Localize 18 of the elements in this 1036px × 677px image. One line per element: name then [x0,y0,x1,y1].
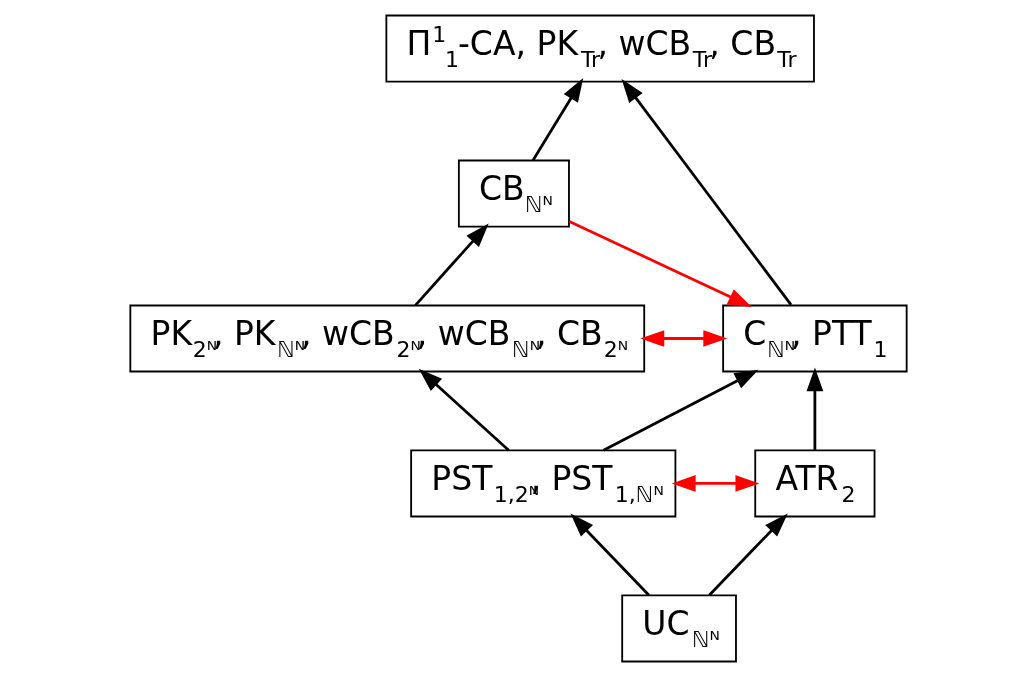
arrow [569,513,650,597]
arrow [621,78,792,306]
node-box: PK$_{2ᴺ}$, PK$_{ℕᴺ}$, wCB$_{2ᴺ}$, wCB$_{ℕᴺ}$, CB$_{2ᴺ}$ [128,304,645,373]
arrow [671,475,759,492]
arrow [602,369,758,452]
arrow [639,330,727,347]
arrow [418,368,510,452]
arrow [531,78,583,162]
node-box: UC$_{ℕᴺ}$ [620,594,737,663]
node-box: ATR$_{2}$ [753,449,875,518]
node-box: Π$^{1}$$_{1}$-CA, PK$_{Tr}$, wCB$_{Tr}$, CB$_{Tr}$ [384,14,815,83]
arrow [707,513,788,597]
node-box: PST$_{1,2ᴺ}$, PST$_{1,ℕᴺ}$ [409,449,676,518]
arrow [413,223,489,307]
arrow [568,220,752,308]
arrow [806,367,823,451]
node-box: C$_{ℕᴺ}$, PTT$_{1}$ [721,304,908,373]
node-box: CB$_{ℕᴺ}$ [457,159,570,228]
